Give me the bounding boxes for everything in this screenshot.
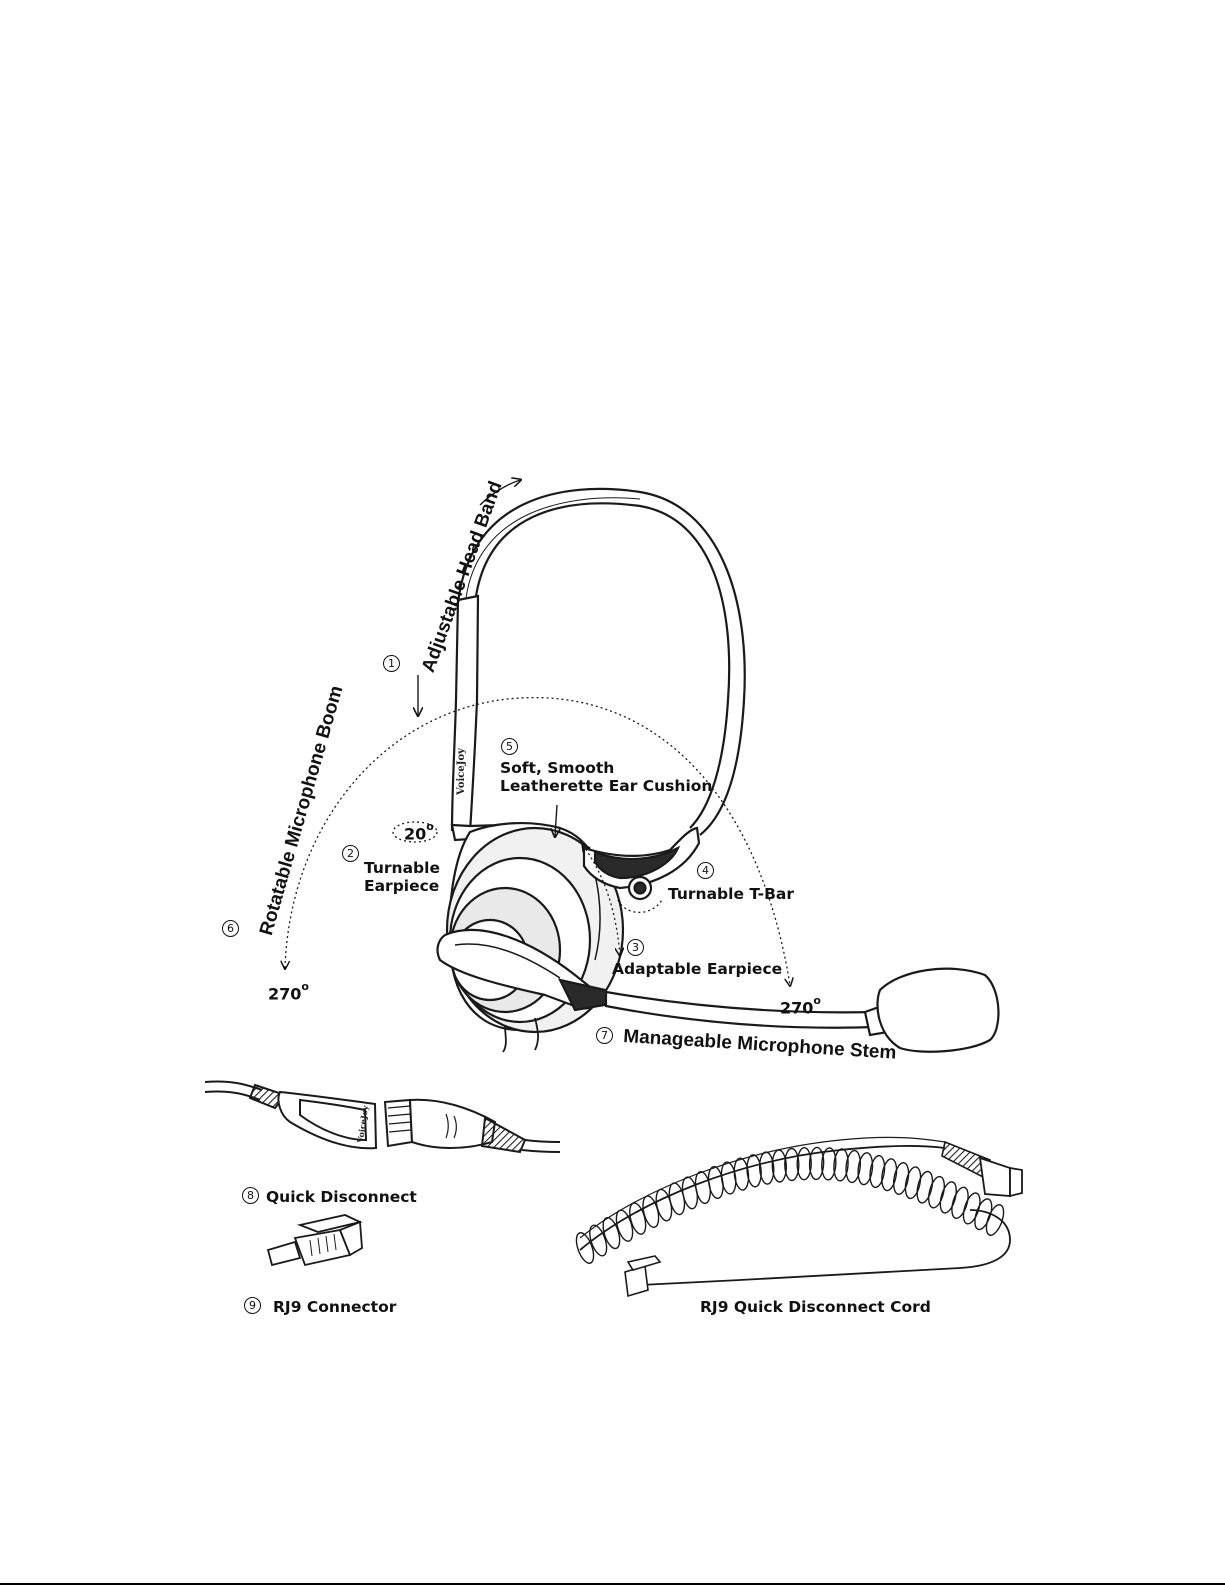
- callout-number-4: 4: [697, 862, 714, 879]
- cord-coil-loop: [983, 1203, 1007, 1238]
- label-turnable: Turnable: [364, 859, 440, 878]
- angle-270-degrees-right: 270o: [780, 997, 821, 1017]
- label-leatherette-ear-cushion: Leatherette Ear Cushion: [500, 777, 712, 796]
- headset-brand-logo: VoiceJoy: [456, 748, 467, 795]
- label-rj9-quick-disconnect-cord: RJ9 Quick Disconnect Cord: [700, 1298, 931, 1317]
- label-turnable-t-bar: Turnable T-Bar: [668, 885, 794, 904]
- angle-270-degrees-left: 270o: [268, 983, 309, 1003]
- callout-number-6: 6: [222, 920, 239, 937]
- label-earpiece: Earpiece: [364, 877, 439, 896]
- callout-number-1: 1: [383, 655, 400, 672]
- rj9-connector-illustration: [268, 1215, 362, 1265]
- callout-number-2: 2: [342, 845, 359, 862]
- callout-number-7: 7: [596, 1027, 613, 1044]
- label-rj9-connector: RJ9 Connector: [273, 1298, 396, 1317]
- callout-number-5: 5: [501, 738, 518, 755]
- cord-coil-loop: [914, 1170, 935, 1204]
- cord-coil-loop: [960, 1191, 983, 1226]
- cord-coil-loop: [949, 1185, 971, 1220]
- label-soft-smooth: Soft, Smooth: [500, 759, 614, 778]
- coiled-cord-illustration: [573, 1137, 1022, 1296]
- quick-disconnect-illustration: [205, 1081, 560, 1152]
- callout-number-8: 8: [242, 1187, 259, 1204]
- headband-slider: [452, 596, 503, 840]
- microphone-foam: [865, 969, 998, 1052]
- cord-coil-loop: [880, 1158, 899, 1192]
- cord-coil-loop: [891, 1162, 910, 1196]
- cord-coil-loop: [937, 1180, 959, 1215]
- cord-coil-loop: [903, 1166, 923, 1200]
- cord-coil-loop: [926, 1175, 947, 1209]
- cord-coil-loop: [868, 1155, 886, 1189]
- label-adaptable-earpiece: Adaptable Earpiece: [612, 960, 782, 979]
- angle-20-degrees: 20o: [404, 823, 434, 843]
- callout-number-9: 9: [244, 1297, 261, 1314]
- label-quick-disconnect: Quick Disconnect: [266, 1188, 417, 1207]
- callout-number-3: 3: [627, 939, 644, 956]
